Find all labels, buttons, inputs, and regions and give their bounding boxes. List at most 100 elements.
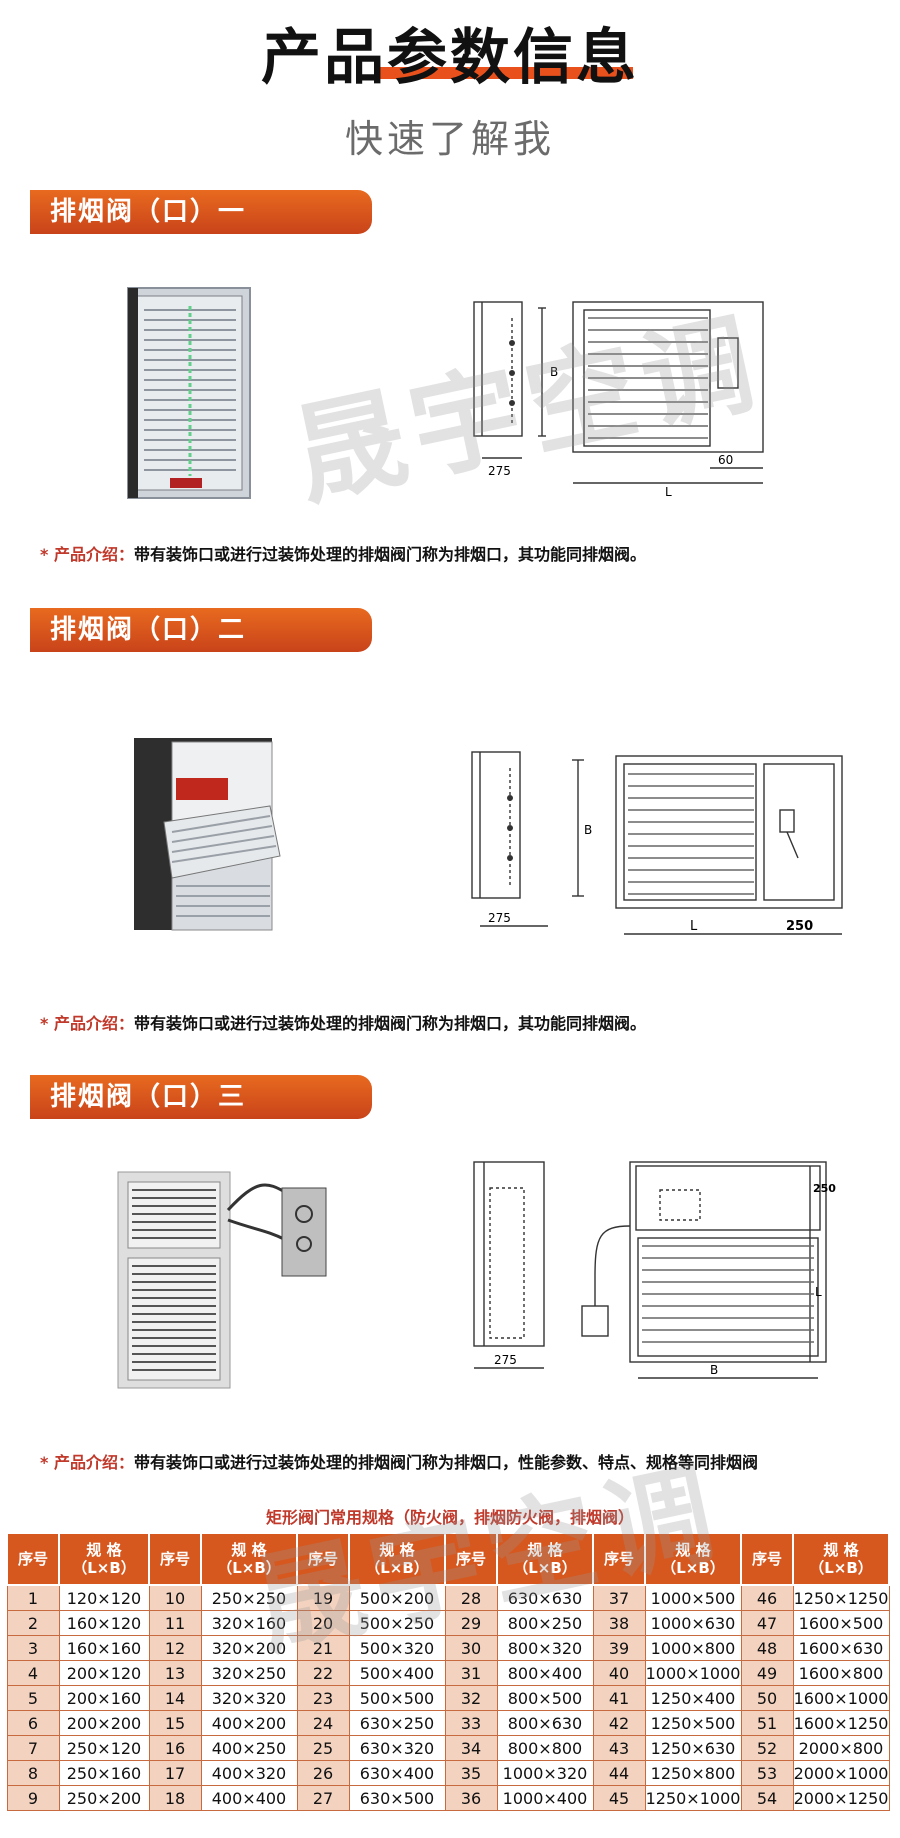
row-number: 50: [740, 1685, 794, 1711]
spec-value: 800×800: [496, 1735, 594, 1761]
svg-text:B: B: [710, 1363, 718, 1377]
title-underline: [375, 67, 633, 79]
damper-3-photo: [117, 1171, 327, 1389]
row-number: 25: [296, 1735, 350, 1761]
header-spec: 规 格（L×B）: [348, 1532, 446, 1586]
spec-value: 630×250: [348, 1710, 446, 1736]
row-number: 45: [592, 1785, 646, 1811]
spec-value: 200×160: [58, 1685, 150, 1711]
spec-value: 160×120: [58, 1610, 150, 1636]
row-number: 20: [296, 1610, 350, 1636]
row-number: 2: [6, 1610, 60, 1636]
row-number: 29: [444, 1610, 498, 1636]
row-number: 27: [296, 1785, 350, 1811]
header-no: 序号: [148, 1532, 202, 1586]
spec-value: 1600×500: [792, 1610, 890, 1636]
spec-value: 800×320: [496, 1635, 594, 1661]
row-number: 26: [296, 1760, 350, 1786]
row-number: 21: [296, 1635, 350, 1661]
spec-value: 250×120: [58, 1735, 150, 1761]
row-number: 49: [740, 1660, 794, 1686]
svg-text:275: 275: [488, 911, 511, 925]
row-number: 54: [740, 1785, 794, 1811]
spec-value: 800×630: [496, 1710, 594, 1736]
row-number: 18: [148, 1785, 202, 1811]
header-spec: 规 格（L×B）: [58, 1532, 150, 1586]
svg-text:B: B: [584, 823, 592, 837]
spec-value: 630×500: [348, 1785, 446, 1811]
row-number: 40: [592, 1660, 646, 1686]
row-number: 14: [148, 1685, 202, 1711]
header-no: 序号: [6, 1532, 60, 1586]
spec-value: 2000×800: [792, 1735, 890, 1761]
spec-value: 400×400: [200, 1785, 298, 1811]
row-number: 44: [592, 1760, 646, 1786]
row-number: 51: [740, 1710, 794, 1736]
row-number: 34: [444, 1735, 498, 1761]
spec-value: 2000×1250: [792, 1785, 890, 1811]
spec-value: 1250×1000: [644, 1785, 742, 1811]
section-2-banner: 排烟阀（口）二: [30, 608, 372, 652]
row-number: 48: [740, 1635, 794, 1661]
spec-value: 1000×630: [644, 1610, 742, 1636]
spec-value: 1000×400: [496, 1785, 594, 1811]
row-number: 13: [148, 1660, 202, 1686]
row-number: 23: [296, 1685, 350, 1711]
spec-value: 320×200: [200, 1635, 298, 1661]
row-number: 3: [6, 1635, 60, 1661]
spec-value: 160×160: [58, 1635, 150, 1661]
spec-value: 800×250: [496, 1610, 594, 1636]
section-3-banner: 排烟阀（口）三: [30, 1075, 372, 1119]
row-number: 42: [592, 1710, 646, 1736]
header-spec: 规 格（L×B）: [644, 1532, 742, 1586]
damper-1-drawing: 275 B L 60: [473, 301, 764, 499]
spec-value: 400×200: [200, 1710, 298, 1736]
svg-text:L: L: [690, 919, 698, 934]
row-number: 31: [444, 1660, 498, 1686]
row-number: 35: [444, 1760, 498, 1786]
page-header: 产品参数信息 快速了解我: [0, 0, 900, 170]
row-number: 15: [148, 1710, 202, 1736]
spec-value: 1250×630: [644, 1735, 742, 1761]
spec-value: 400×250: [200, 1735, 298, 1761]
spec-value: 320×160: [200, 1610, 298, 1636]
header-spec: 规 格（L×B）: [792, 1532, 890, 1586]
spec-value: 1600×800: [792, 1660, 890, 1686]
row-number: 10: [148, 1584, 202, 1611]
spec-value: 500×320: [348, 1635, 446, 1661]
row-number: 39: [592, 1635, 646, 1661]
spec-value: 1250×1250: [792, 1584, 890, 1611]
spec-value: 200×200: [58, 1710, 150, 1736]
header-spec: 规 格（L×B）: [200, 1532, 298, 1586]
table-header-row: 序号 规 格（L×B） 序号 规 格（L×B） 序号 规 格（L×B） 序号 规…: [6, 1532, 890, 1586]
spec-value: 1000×320: [496, 1760, 594, 1786]
row-number: 24: [296, 1710, 350, 1736]
row-number: 41: [592, 1685, 646, 1711]
row-number: 38: [592, 1610, 646, 1636]
damper-2-photo: [134, 738, 281, 931]
spec-value: 1600×1250: [792, 1710, 890, 1736]
row-number: 47: [740, 1610, 794, 1636]
row-number: 8: [6, 1760, 60, 1786]
svg-text:250: 250: [786, 919, 813, 934]
spec-value: 1000×800: [644, 1635, 742, 1661]
svg-text:L: L: [665, 485, 672, 499]
row-number: 6: [6, 1710, 60, 1736]
spec-value: 800×400: [496, 1660, 594, 1686]
spec-value: 630×320: [348, 1735, 446, 1761]
spec-value: 500×250: [348, 1610, 446, 1636]
section-2-intro: * 产品介绍：带有装饰口或进行过装饰处理的排烟阀门称为排烟口，其功能同排烟阀。: [40, 1014, 646, 1033]
row-number: 37: [592, 1584, 646, 1611]
row-number: 1: [6, 1584, 60, 1611]
spec-value: 1250×400: [644, 1685, 742, 1711]
header-no: 序号: [740, 1532, 794, 1586]
spec-value: 1600×1000: [792, 1685, 890, 1711]
row-number: 43: [592, 1735, 646, 1761]
damper-3-drawing: 275 B L 250: [473, 1161, 836, 1379]
